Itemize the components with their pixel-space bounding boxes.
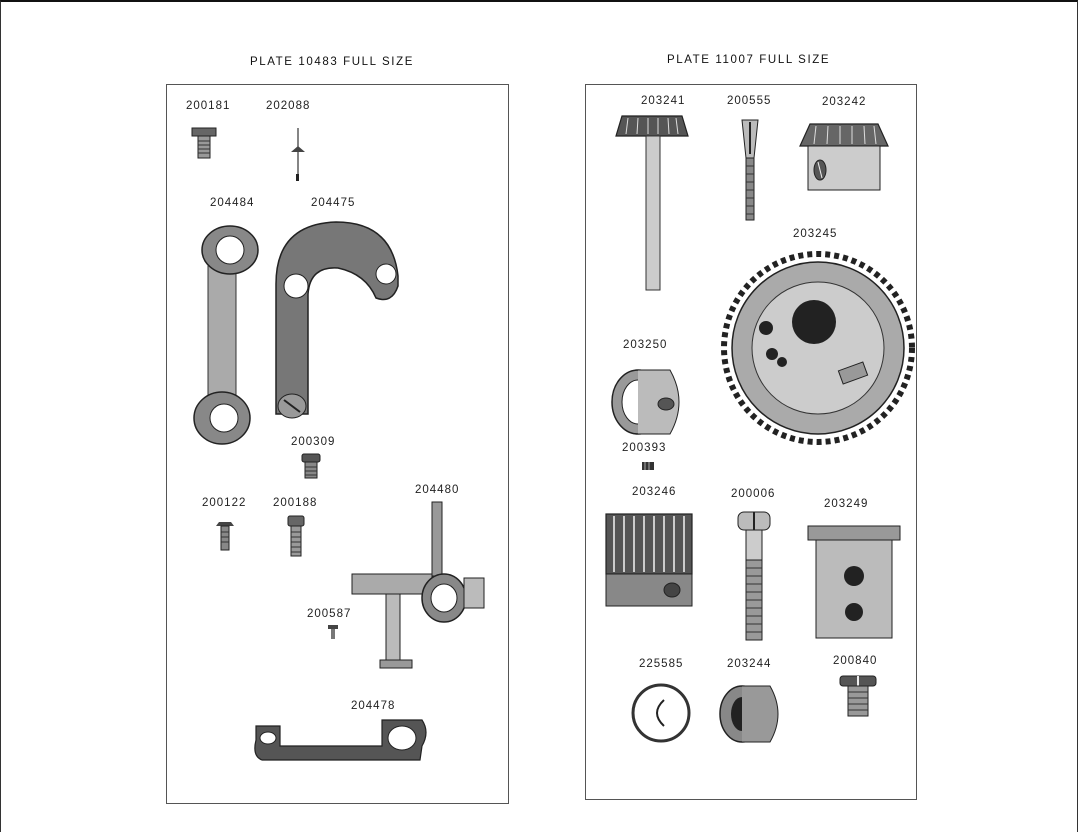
part-label-200188: 200188 bbox=[273, 497, 318, 509]
part-label-203246: 203246 bbox=[632, 486, 677, 498]
part-label-200393: 200393 bbox=[622, 442, 667, 454]
part-label-200006: 200006 bbox=[731, 488, 776, 500]
part-label-203245: 203245 bbox=[793, 228, 838, 240]
part-label-225585: 225585 bbox=[639, 658, 684, 670]
pin-202088-illustration bbox=[291, 128, 305, 181]
plate-title-right: PLATE 11007 FULL SIZE bbox=[667, 54, 831, 66]
bracket-204480-illustration bbox=[351, 501, 485, 669]
part-label-200309: 200309 bbox=[291, 436, 336, 448]
screw-200006-illustration bbox=[737, 511, 771, 641]
part-label-203249: 203249 bbox=[824, 498, 869, 510]
set-screw-200393-illustration bbox=[642, 462, 654, 470]
bushing-203249-illustration bbox=[807, 525, 901, 639]
link-204484-illustration bbox=[193, 225, 259, 445]
plate-title-left: PLATE 10483 FULL SIZE bbox=[250, 56, 414, 68]
screw-200587-illustration bbox=[328, 625, 338, 639]
screw-200181-illustration bbox=[191, 127, 217, 159]
part-label-200840: 200840 bbox=[833, 655, 878, 667]
bevel-gear-203242-illustration bbox=[799, 123, 889, 191]
spur-gear-203246-illustration bbox=[605, 513, 693, 607]
part-label-203250: 203250 bbox=[623, 339, 668, 351]
plate-204478-illustration bbox=[254, 719, 427, 761]
part-label-200122: 200122 bbox=[202, 497, 247, 509]
screw-200840-illustration bbox=[839, 675, 877, 717]
screw-200188-illustration bbox=[287, 515, 305, 557]
part-label-200181: 200181 bbox=[186, 100, 231, 112]
part-label-204480: 204480 bbox=[415, 484, 460, 496]
part-label-200587: 200587 bbox=[307, 608, 352, 620]
washer-225585-illustration bbox=[631, 683, 691, 743]
screw-200122-illustration bbox=[216, 522, 234, 551]
screw-200555-illustration bbox=[741, 119, 759, 221]
part-label-203241: 203241 bbox=[641, 95, 686, 107]
part-label-204484: 204484 bbox=[210, 197, 255, 209]
part-label-203244: 203244 bbox=[727, 658, 772, 670]
part-label-204475: 204475 bbox=[311, 197, 356, 209]
collar-203250-illustration bbox=[611, 369, 680, 435]
large-gear-203245-illustration bbox=[721, 251, 915, 445]
lever-204475-illustration bbox=[275, 221, 399, 419]
part-label-200555: 200555 bbox=[727, 95, 772, 107]
part-label-204478: 204478 bbox=[351, 700, 396, 712]
gear-shaft-203241-illustration bbox=[615, 115, 689, 291]
part-label-203242: 203242 bbox=[822, 96, 867, 108]
collar-203244-illustration bbox=[719, 685, 779, 743]
part-label-202088: 202088 bbox=[266, 100, 311, 112]
screw-200309-illustration bbox=[301, 453, 321, 479]
